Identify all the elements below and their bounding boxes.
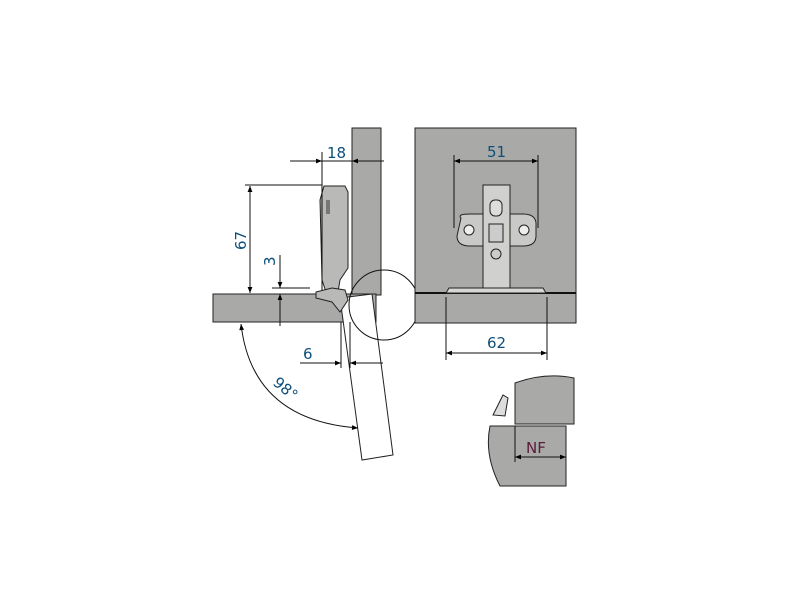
- cabinet-side-panel: [351, 127, 382, 296]
- detail-hinge-part: [492, 394, 509, 417]
- dim-offset-label: 3: [261, 256, 279, 266]
- screw-hole-right: [518, 224, 530, 236]
- front-view: 51 62: [414, 127, 577, 360]
- hinge-cup: [315, 287, 349, 313]
- dim-hole-spacing-label: 51: [487, 143, 506, 161]
- detail-view: NF: [487, 375, 575, 487]
- mounting-plate: [445, 287, 547, 294]
- dim-overlay-label: 18: [327, 144, 346, 162]
- side-view: 18 67 3 6 98°: [212, 127, 420, 461]
- adjustment-cam: [488, 223, 504, 243]
- dim-plate-width-label: 62: [487, 334, 506, 352]
- opening-angle-label: 98°: [269, 373, 301, 404]
- angle-arc: [239, 323, 359, 430]
- dim-door-gap-label: 6: [303, 345, 313, 363]
- door-panel-open: [339, 293, 394, 461]
- detail-cabinet-panel: [514, 375, 575, 425]
- dim-height-label: 67: [232, 231, 250, 250]
- screw-hole-left: [463, 224, 475, 236]
- hinge-screw: [326, 200, 330, 214]
- screw-icon: [490, 248, 502, 260]
- adjustment-slot: [489, 199, 503, 217]
- detail-nf-label: NF: [526, 439, 546, 457]
- hinge-arm: [319, 185, 349, 293]
